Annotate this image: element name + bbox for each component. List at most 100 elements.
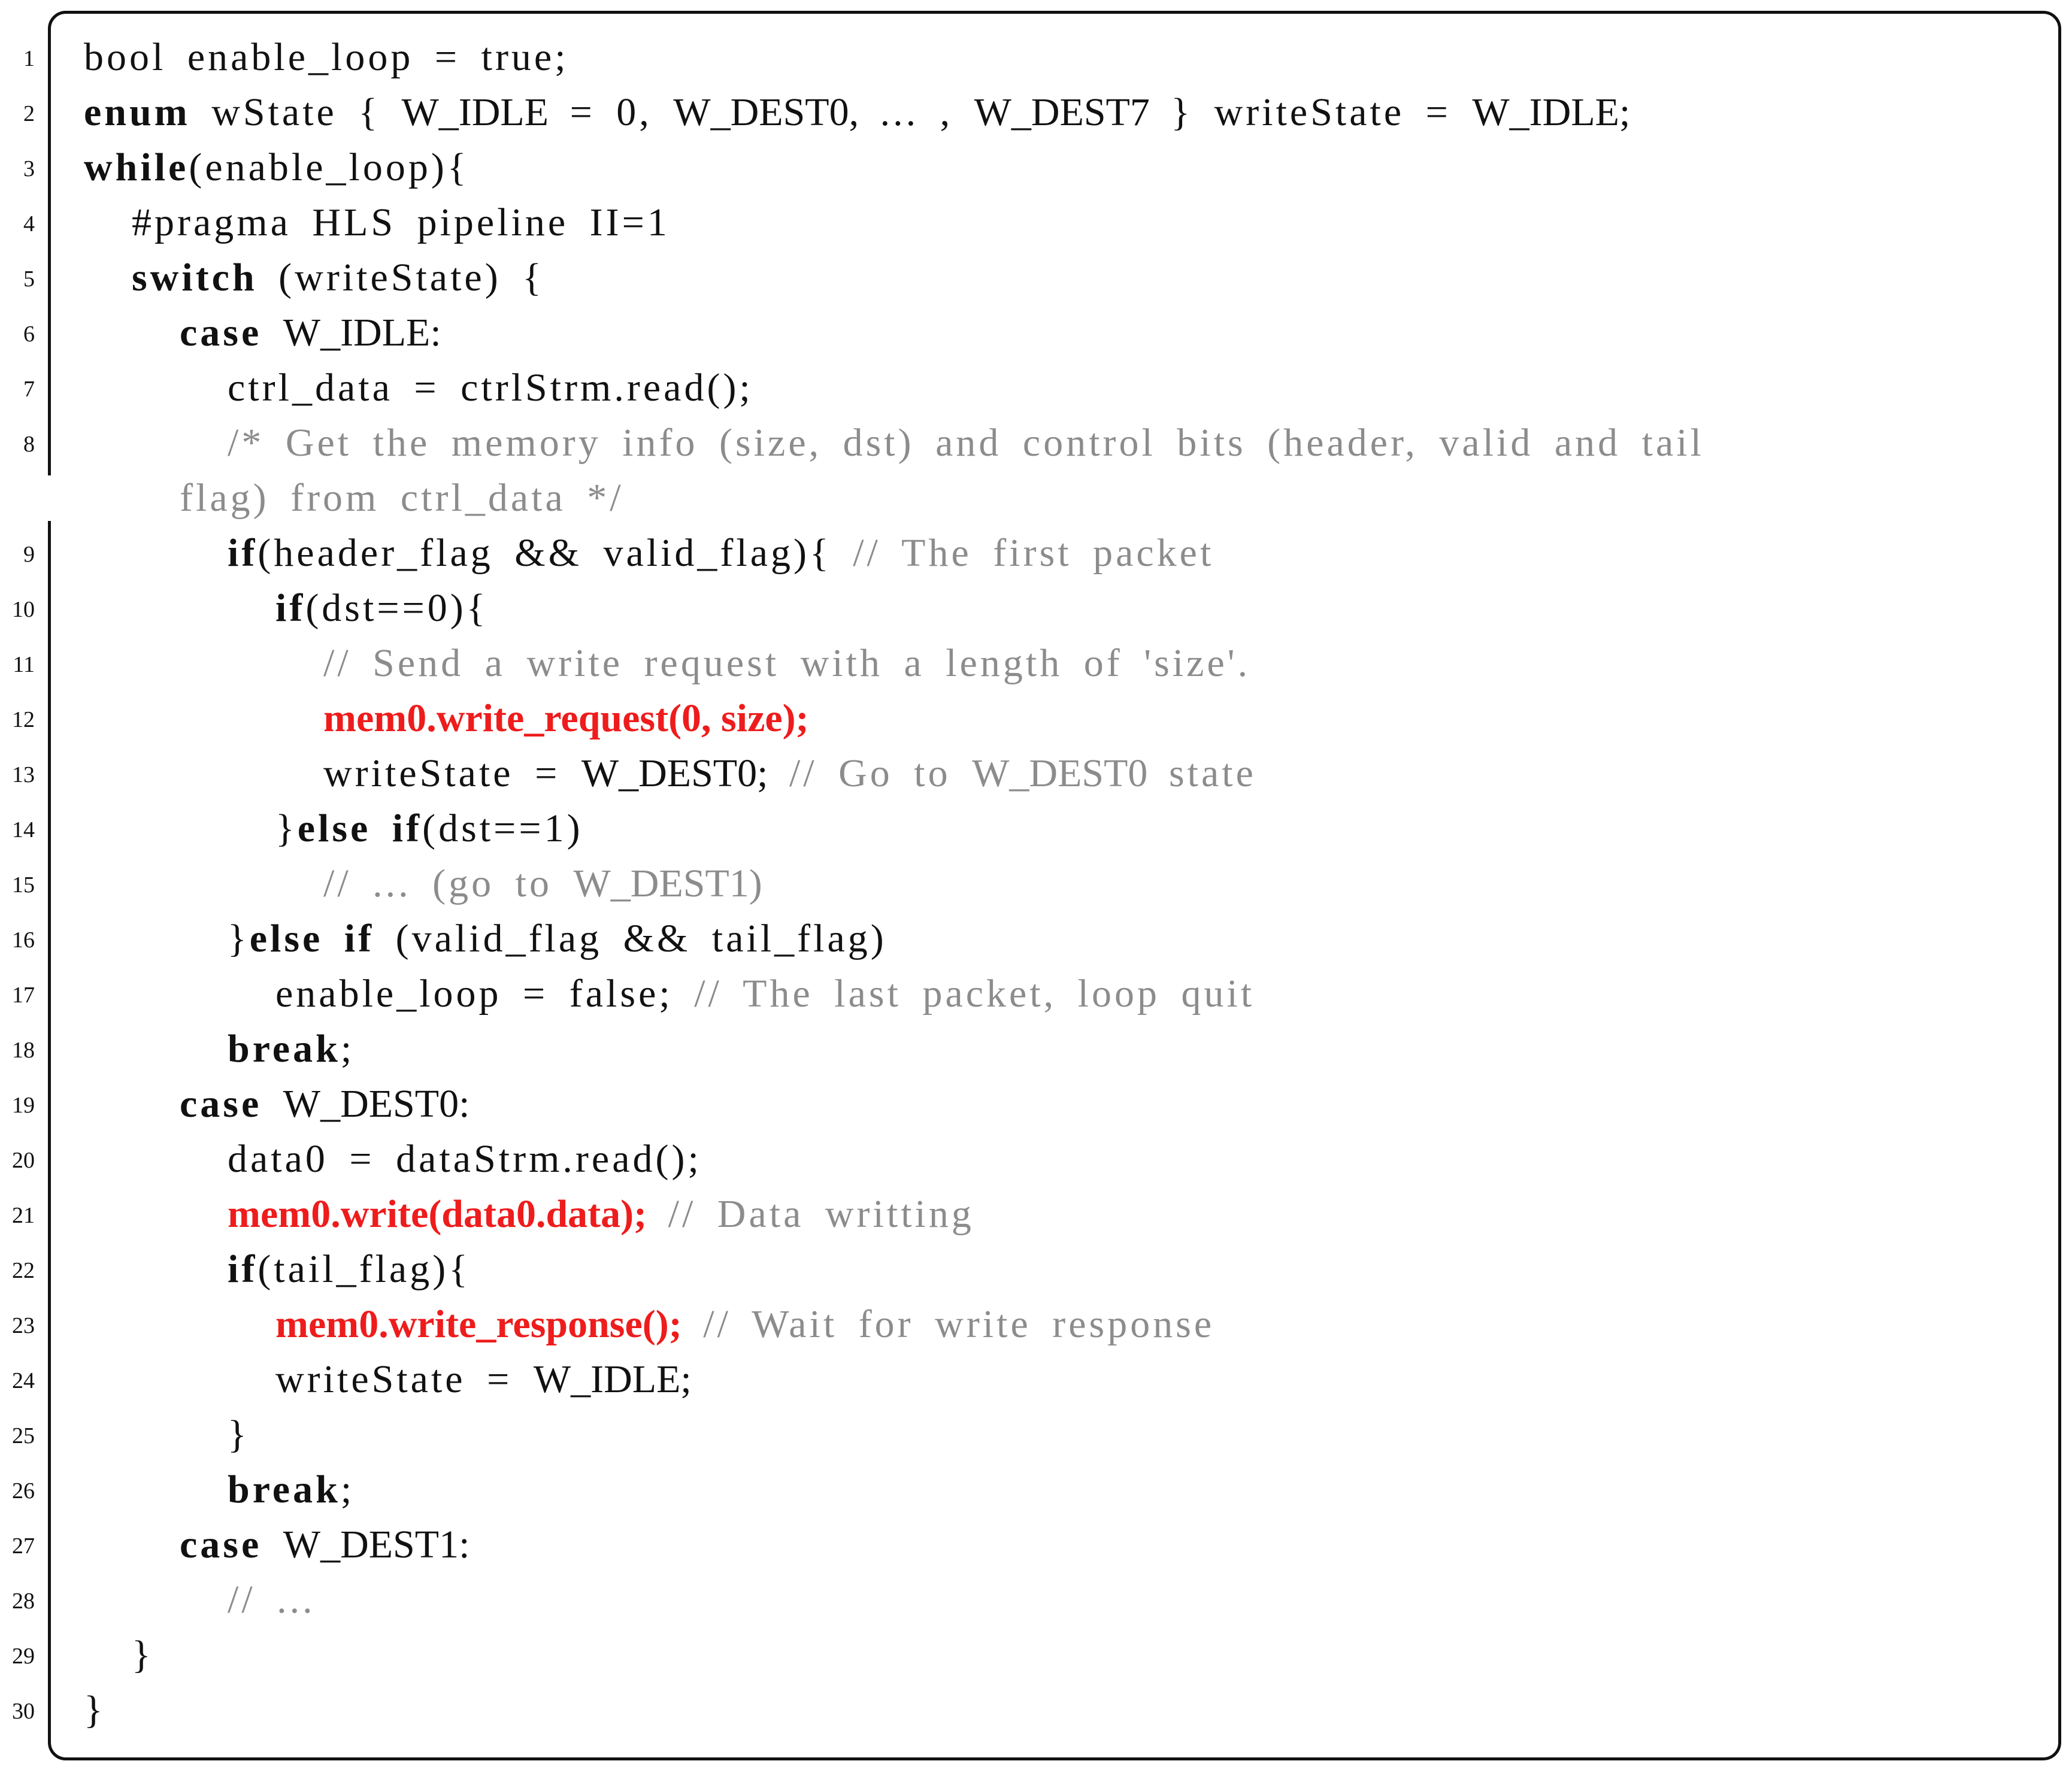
line-number: 21 bbox=[12, 1203, 35, 1228]
code-comment: state bbox=[1147, 751, 1256, 795]
code-line: 24 writeState = W_IDLE; bbox=[0, 1352, 2072, 1407]
code-token: W_IDLE: bbox=[283, 311, 441, 354]
code-listing-frame bbox=[48, 11, 2061, 1760]
code-text: }else if(dst==1) bbox=[275, 801, 583, 856]
code-token bbox=[323, 917, 344, 960]
line-number: 18 bbox=[12, 1038, 35, 1063]
line-number: 11 bbox=[13, 652, 35, 677]
code-token: } bbox=[132, 1633, 154, 1677]
code-token: W_DEST0, bbox=[673, 90, 859, 134]
highlighted-code: mem0.write_response(); bbox=[275, 1302, 682, 1346]
code-token: bool enable_loop = true; bbox=[84, 35, 569, 79]
line-number: 30 bbox=[12, 1699, 35, 1724]
code-token: W_IDLE bbox=[401, 90, 549, 134]
code-text: mem0.write_response(); // Wait for write… bbox=[275, 1297, 1214, 1352]
line-number: 23 bbox=[12, 1313, 35, 1338]
code-text: if(tail_flag){ bbox=[228, 1242, 471, 1297]
line-number: 16 bbox=[12, 928, 35, 953]
code-keyword: if bbox=[228, 531, 258, 575]
code-keyword: if bbox=[344, 917, 375, 960]
code-line: 7 ctrl_data = ctrlStrm.read(); bbox=[0, 360, 2072, 416]
code-comment: // ... (go to bbox=[323, 862, 574, 905]
line-number: 17 bbox=[12, 983, 35, 1008]
line-number: 7 bbox=[23, 377, 35, 402]
code-text: switch (writeState) { bbox=[132, 250, 544, 305]
code-token: ... , bbox=[859, 90, 974, 134]
code-text: } bbox=[228, 1407, 250, 1462]
code-text: bool enable_loop = true; bbox=[84, 30, 569, 85]
code-keyword: break bbox=[228, 1468, 341, 1511]
code-token: (header_flag && valid_flag){ bbox=[258, 531, 853, 575]
code-comment: // The last packet, loop quit bbox=[694, 972, 1255, 1016]
code-comment: flag) from ctrl_data */ bbox=[180, 476, 624, 520]
code-text: // Send a write request with a length of… bbox=[323, 636, 1250, 691]
code-comment: W_DEST0 bbox=[972, 751, 1148, 795]
code-text: writeState = W_IDLE; bbox=[275, 1352, 692, 1407]
code-text: /* Get the memory info (size, dst) and c… bbox=[228, 416, 1704, 471]
code-text: enum wState { W_IDLE = 0, W_DEST0, ... ,… bbox=[84, 85, 1630, 140]
code-token: (enable_loop){ bbox=[189, 146, 469, 189]
code-token: ctrl_data = ctrlStrm.read(); bbox=[228, 366, 753, 410]
code-line: 9 if(header_flag && valid_flag){ // The f… bbox=[0, 526, 2072, 581]
code-line: 14}else if(dst==1) bbox=[0, 801, 2072, 856]
code-comment: // Send a write request with a length of… bbox=[323, 641, 1251, 685]
code-token: W_DEST0: bbox=[283, 1082, 470, 1126]
line-number: 27 bbox=[12, 1533, 35, 1559]
line-number: 8 bbox=[23, 432, 35, 457]
code-keyword: else bbox=[297, 807, 371, 850]
line-number: 9 bbox=[23, 542, 35, 567]
code-text: if(header_flag && valid_flag){ // The fi… bbox=[228, 526, 1214, 581]
code-token: = 0, bbox=[549, 90, 674, 134]
code-token: } bbox=[84, 1688, 106, 1732]
code-line: 25} bbox=[0, 1407, 2072, 1462]
code-text: writeState = W_DEST0; // Go to W_DEST0 s… bbox=[323, 746, 1256, 801]
code-comment: // Go to bbox=[789, 751, 973, 795]
line-number: 15 bbox=[12, 872, 35, 898]
code-token bbox=[262, 311, 283, 354]
code-token: (writeState) { bbox=[257, 256, 544, 299]
code-text: // ... (go to W_DEST1) bbox=[323, 856, 762, 911]
highlighted-code: mem0.write_request(0, size); bbox=[323, 696, 809, 740]
code-line: 28// ... bbox=[0, 1572, 2072, 1627]
code-line: 30} bbox=[0, 1683, 2072, 1738]
code-keyword: case bbox=[180, 1082, 262, 1126]
line-number: 28 bbox=[12, 1589, 35, 1614]
code-text: ctrl_data = ctrlStrm.read(); bbox=[228, 360, 753, 416]
code-keyword: switch bbox=[132, 256, 258, 299]
code-text: break; bbox=[228, 1462, 355, 1517]
code-comment: /* Get the memory info (size, dst) and c… bbox=[228, 421, 1704, 465]
code-line: 8 /* Get the memory info (size, dst) and … bbox=[0, 416, 2072, 471]
code-text: case W_IDLE: bbox=[180, 305, 441, 360]
code-token: W_IDLE; bbox=[533, 1357, 692, 1401]
code-keyword: if bbox=[275, 586, 306, 630]
code-line: 29} bbox=[0, 1627, 2072, 1683]
code-token: (tail_flag){ bbox=[258, 1247, 471, 1291]
code-line: 15 // ... (go to W_DEST1) bbox=[0, 856, 2072, 911]
code-comment: // Data writting bbox=[668, 1192, 974, 1236]
code-token bbox=[647, 1192, 668, 1236]
code-keyword: break bbox=[228, 1027, 341, 1071]
code-token: (valid_flag && tail_flag) bbox=[374, 917, 887, 960]
line-number: 24 bbox=[12, 1368, 35, 1393]
code-text: flag) from ctrl_data */ bbox=[180, 471, 624, 526]
code-text: case W_DEST1: bbox=[180, 1517, 469, 1572]
code-token bbox=[262, 1523, 283, 1566]
code-text: } bbox=[132, 1627, 154, 1683]
line-number: 3 bbox=[23, 156, 35, 181]
line-number: 10 bbox=[12, 597, 35, 622]
code-text: }else if (valid_flag && tail_flag) bbox=[228, 911, 887, 966]
line-number: 25 bbox=[12, 1423, 35, 1448]
code-keyword: enum bbox=[84, 90, 190, 134]
code-text: data0 = dataStrm.read(); bbox=[228, 1132, 702, 1187]
code-token: W_DEST1: bbox=[283, 1523, 470, 1566]
code-token: W_DEST7 bbox=[974, 90, 1150, 134]
code-line: 27 case W_DEST1: bbox=[0, 1517, 2072, 1572]
